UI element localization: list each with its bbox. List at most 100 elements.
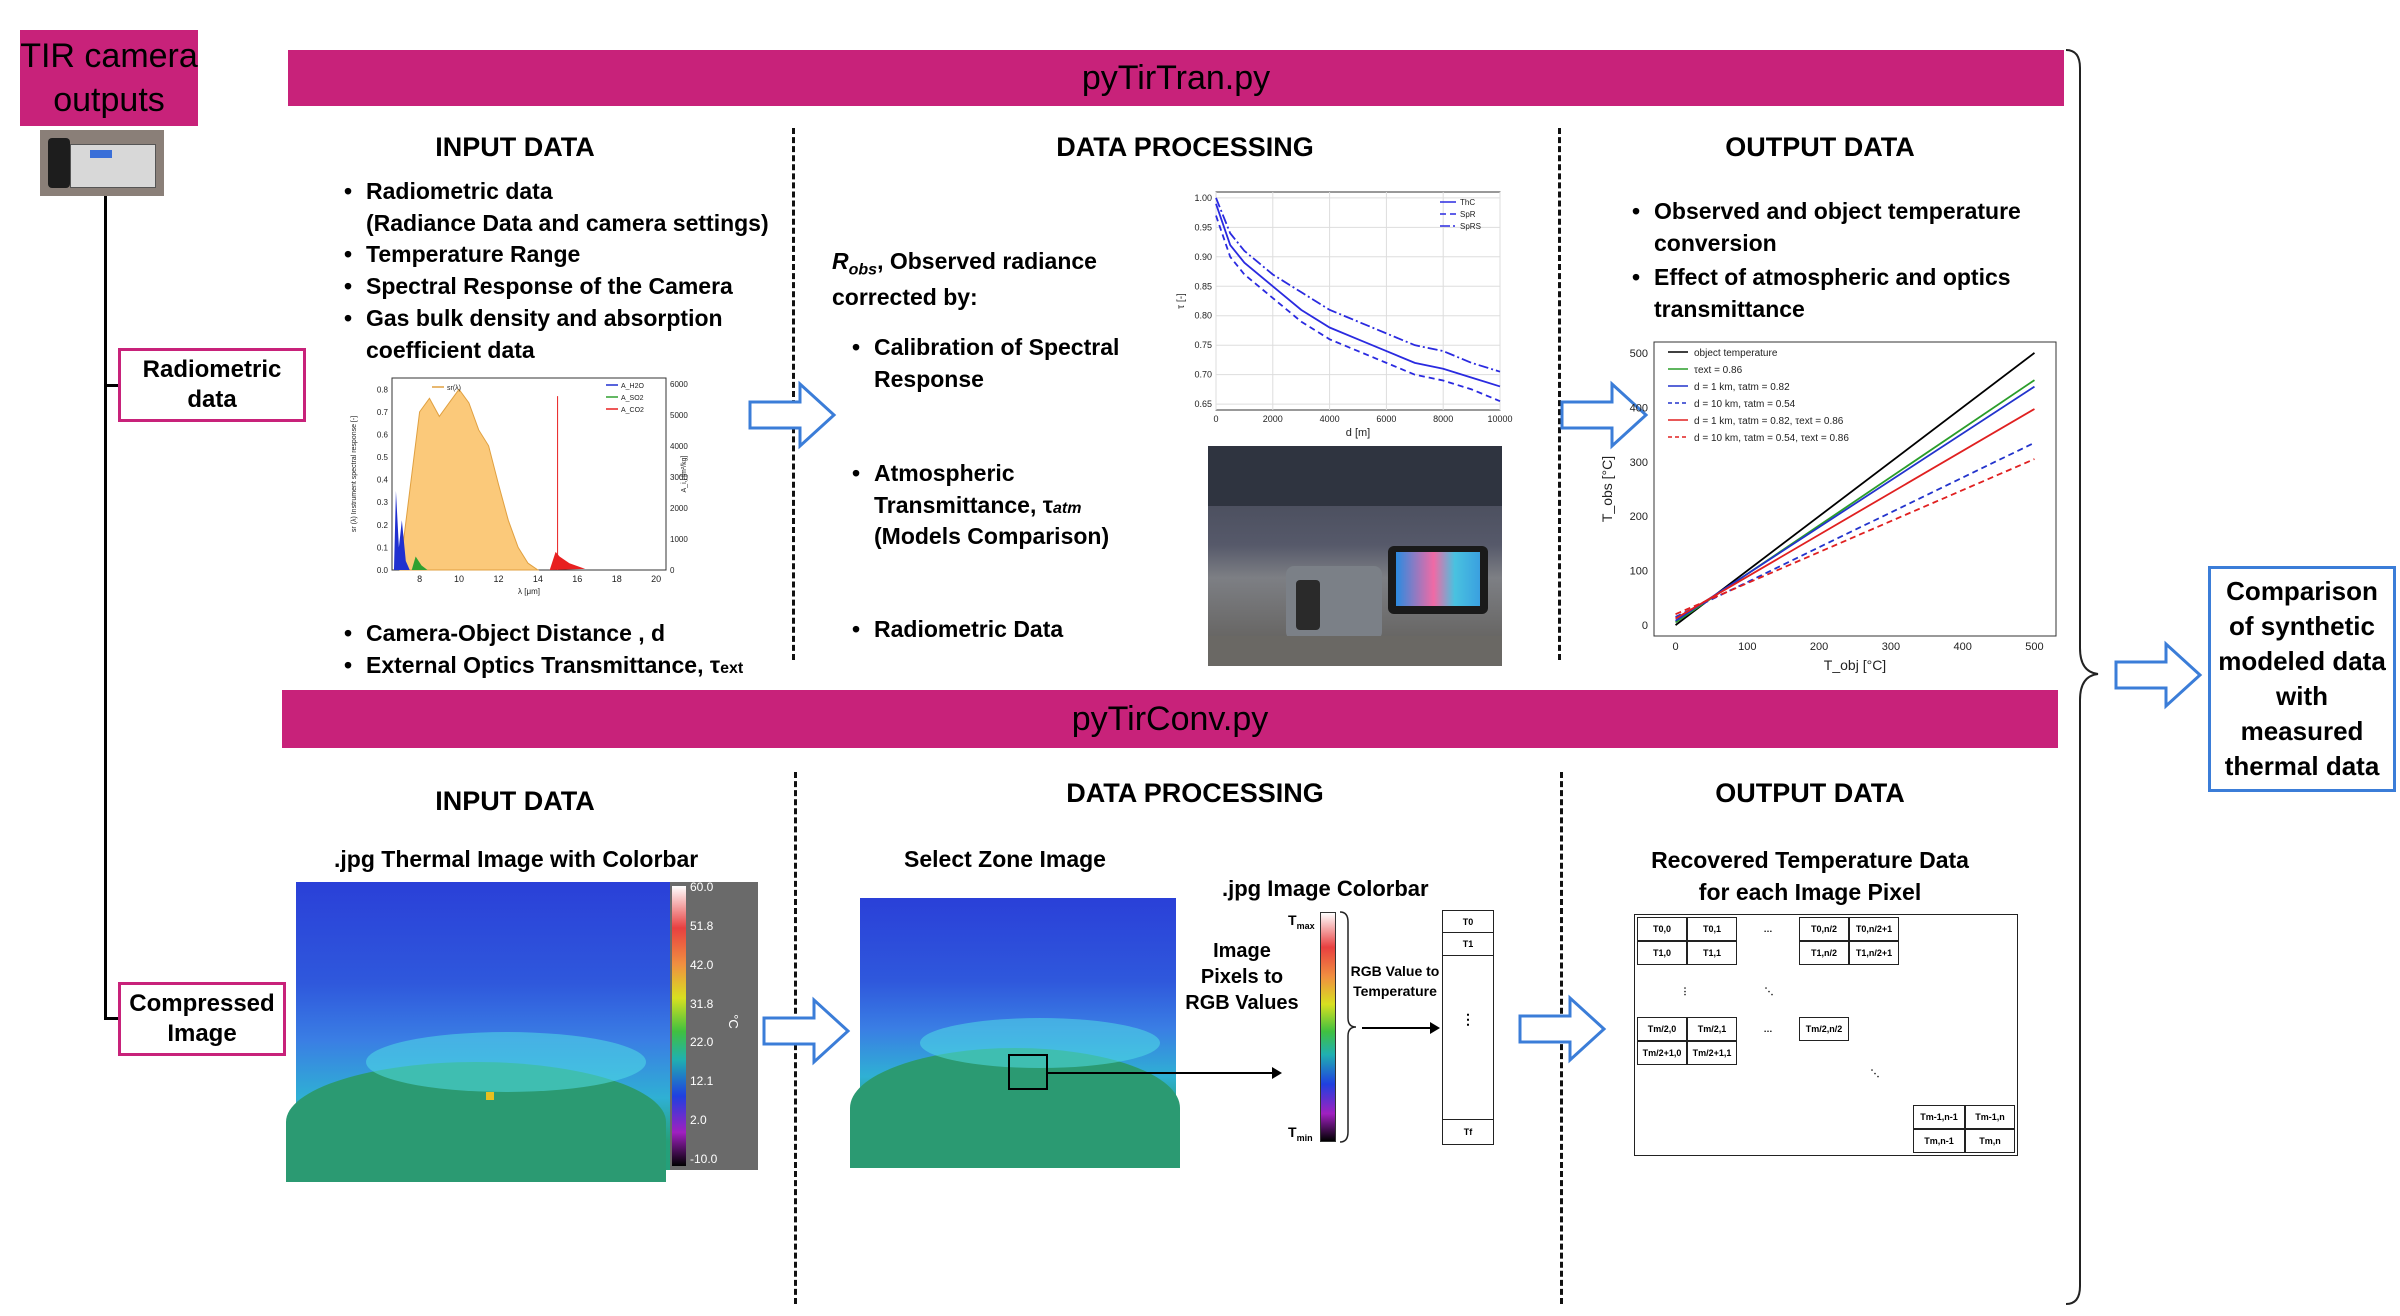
conv-processing-header: DATA PROCESSING	[1066, 778, 1324, 808]
jpg-colorbar-label: .jpg Image Colorbar	[1222, 876, 1429, 901]
zone-selection	[1008, 1054, 1048, 1090]
output-item: Effect of atmospheric and optics transmi…	[1632, 262, 2052, 325]
zone-pointer-head	[1272, 1067, 1282, 1079]
pytirtran-band: pyTirTran.py	[288, 50, 2064, 106]
y2-tick-label: 4000	[670, 442, 688, 451]
series-line-spr	[1215, 215, 1501, 402]
matrix-cell: T0,1	[1687, 917, 1737, 941]
y2-tick-label: 6000	[670, 380, 688, 389]
y-tick-label: 500	[1630, 348, 1648, 360]
tree-branch-compressed	[104, 1017, 118, 1020]
y-tick-label: 100	[1630, 566, 1648, 578]
output-matrix: T0,0 T0,1 … T0,n/2 T0,n/2+1 T1,0 T1,1 T1…	[1634, 914, 2018, 1156]
series-line	[1675, 458, 2035, 616]
legend-label: A_SO2	[621, 395, 644, 402]
y2-tick-label: 0	[670, 566, 675, 575]
tran-input-header: INPUT DATA	[435, 132, 595, 162]
x-tick-label: 20	[651, 574, 661, 584]
y-tick-label: 0.4	[377, 476, 389, 485]
legend-label: d = 10 km, τatm = 0.54	[1694, 399, 1796, 410]
tmin-label: Tmin	[1288, 1124, 1313, 1143]
matrix-cell: Tm/2,0	[1637, 1017, 1687, 1041]
matrix-cell: T0,n/2	[1799, 917, 1849, 941]
series-line-sprs	[1215, 197, 1501, 373]
legend-label: d = 1 km, τatm = 0.82, τext = 0.86	[1694, 416, 1844, 427]
colorbar-tick-label: 2.0	[690, 1113, 707, 1128]
matrix-ddots: ⋱	[1764, 985, 1774, 996]
series-line	[1675, 385, 2035, 622]
zone-pointer-line	[1046, 1072, 1276, 1074]
processing-item: Atmospheric Transmittance, τatm(Models C…	[852, 458, 1132, 553]
x-tick-label: 8	[417, 574, 422, 584]
t-list-cell: Tf	[1442, 1119, 1494, 1145]
x-tick-label: 10000	[1487, 414, 1512, 424]
tran-input-item: External Optics Transmittance, τext	[344, 650, 774, 682]
x-tick-label: 10	[454, 574, 464, 584]
tmax-label: Tmax	[1288, 912, 1315, 931]
y2-axis-label: A_i,j [m²/kg]	[681, 455, 688, 492]
tran-input-list-bottom: Camera-Object Distance , d External Opti…	[344, 618, 774, 681]
x-tick-label: 100	[1738, 641, 1756, 653]
y-tick-label: 0.90	[1194, 252, 1212, 262]
y2-tick-label: 2000	[670, 504, 688, 513]
colorbar-tick-label: 12.1	[690, 1074, 714, 1089]
y-tick-label: 0.3	[377, 498, 389, 507]
pytirconv-title: pyTirConv.py	[1071, 699, 1269, 738]
plot-area	[1215, 191, 1501, 411]
matrix-cell: Tm/2+1,1	[1687, 1041, 1737, 1065]
x-tick-label: 14	[533, 574, 543, 584]
t-list: T0 T1 ⋮ Tf	[1442, 910, 1494, 1145]
matrix-cell: Tm-1,n	[1965, 1105, 2015, 1129]
x-tick-label: 0	[1213, 414, 1218, 424]
colorbar-tick-label: 42.0	[690, 957, 714, 972]
conv-output-header: OUTPUT DATA	[1715, 778, 1905, 808]
select-zone-label: Select Zone Image	[904, 846, 1106, 872]
legend-label: τext = 0.86	[1694, 365, 1743, 376]
pytirconv-band: pyTirConv.py	[282, 690, 2058, 748]
conv-input-caption: .jpg Thermal Image with Colorbar	[334, 846, 699, 872]
camera-outputs-box: TIR camera outputs	[20, 30, 198, 126]
matrix-cell: T1,n/2	[1799, 941, 1849, 965]
zone-image	[850, 898, 1180, 1168]
y-tick-label: 0.7	[377, 408, 389, 417]
matrix-vdots: ⋮	[1680, 985, 1690, 996]
matrix-ellipsis: …	[1763, 1024, 1773, 1034]
series-line	[1675, 441, 2035, 618]
tran-input-item: Spectral Response of the Camera	[344, 271, 774, 303]
processing-item: Calibration of Spectral Response	[852, 332, 1132, 395]
camera-photo	[40, 130, 164, 196]
tran-arrow-1	[748, 380, 837, 450]
x-tick-label: 16	[572, 574, 582, 584]
y-tick-label: 0.1	[377, 543, 389, 552]
matrix-cell: T0,0	[1637, 917, 1687, 941]
compressed-image-box: Compressed Image	[118, 982, 286, 1056]
tree-branch-radiometric	[104, 384, 118, 387]
tran-input-item: Radiometric data(Radiance Data and camer…	[344, 176, 774, 239]
legend-label: A_CO2	[621, 407, 644, 414]
matrix-cell: Tm/2,1	[1687, 1017, 1737, 1041]
tran-input-item: Gas bulk density and absorptioncoefficie…	[344, 303, 774, 366]
matrix-ddots: ⋱	[1870, 1067, 1880, 1078]
tran-input-list: Radiometric data(Radiance Data and camer…	[344, 176, 774, 366]
colorbar-tick-label: 22.0	[690, 1035, 714, 1050]
separator-tran-1	[792, 128, 795, 660]
matrix-cell: T1,n/2+1	[1849, 941, 1899, 965]
matrix-cell: T0,n/2+1	[1849, 917, 1899, 941]
tran-arrow-2	[1560, 380, 1649, 450]
colorbar-brace	[1339, 911, 1357, 1143]
y-tick-label: 0.80	[1194, 311, 1212, 321]
y-axis-label: sr (λ) Instrument spectral response [-]	[351, 416, 358, 532]
x-tick-label: 400	[1953, 641, 1971, 653]
rgb-to-temp-arrowhead	[1430, 1022, 1440, 1034]
y-tick-label: 400	[1630, 402, 1648, 414]
tran-input-item: Camera-Object Distance , d	[344, 618, 774, 650]
comparison-box: Comparison of synthetic modeled data wit…	[2208, 566, 2396, 792]
x-tick-label: 18	[612, 574, 622, 584]
y-tick-label: 0	[1642, 620, 1648, 632]
y-tick-label: 0.2	[377, 521, 389, 530]
